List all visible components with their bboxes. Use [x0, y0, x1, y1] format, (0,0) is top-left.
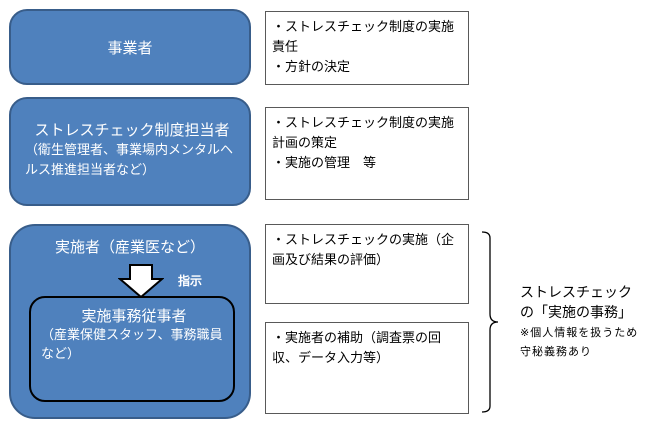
note-sub: ※個人情報を扱うため守秘義務あり	[520, 326, 639, 358]
duty-line: ・ストレスチェックの実施（企画及び結果の評価）	[272, 233, 455, 268]
instruction-label: 指示	[178, 274, 203, 288]
note-title: ストレスチェックの「実施の事務」	[520, 285, 632, 321]
duty-line: ・実施者の補助（調査票の回収、データ入力等）	[272, 331, 442, 366]
employer-label: 事業者	[107, 38, 153, 57]
duty-line: ・ストレスチェック制度の実施計画の策定	[272, 116, 455, 151]
duty-line: ・ストレスチェック制度の実施責任	[272, 20, 455, 55]
duty-box-staff: ・実施者の補助（調査票の回収、データ入力等）	[265, 322, 469, 414]
implementation-affairs-note: ストレスチェックの「実施の事務」 ※個人情報を扱うため守秘義務あり	[520, 283, 640, 361]
role-box-implementer: 実施者（産業医など） 指示 実施事務従事者 （産業保健スタッフ、事務職員など）	[9, 224, 251, 419]
role-box-employer: 事業者	[9, 9, 251, 85]
duty-line: ・実施の管理 等	[272, 156, 377, 171]
duty-line: ・方針の決定	[272, 60, 351, 75]
implementer-label: 実施者（産業医など）	[54, 238, 205, 256]
role-box-staff: 実施事務従事者 （産業保健スタッフ、事務職員など）	[29, 296, 235, 402]
right-brace-icon	[481, 231, 499, 413]
role-box-manager: ストレスチェック制度担当者 （衛生管理者、事業場内メンタルヘルス推進担当者など）	[9, 97, 251, 206]
staff-sub: （産業保健スタッフ、事務職員など）	[41, 328, 223, 362]
duty-box-employer: ・ストレスチェック制度の実施責任 ・方針の決定	[265, 11, 469, 85]
staff-label: 実施事務従事者	[81, 307, 187, 325]
duty-box-implementer: ・ストレスチェックの実施（企画及び結果の評価）	[265, 224, 469, 304]
down-arrow-icon	[118, 264, 164, 298]
manager-label: ストレスチェック制度担当者	[34, 121, 230, 139]
manager-sub: （衛生管理者、事業場内メンタルヘルス推進担当者など）	[25, 143, 234, 178]
duty-box-manager: ・ストレスチェック制度の実施計画の策定 ・実施の管理 等	[265, 107, 469, 200]
